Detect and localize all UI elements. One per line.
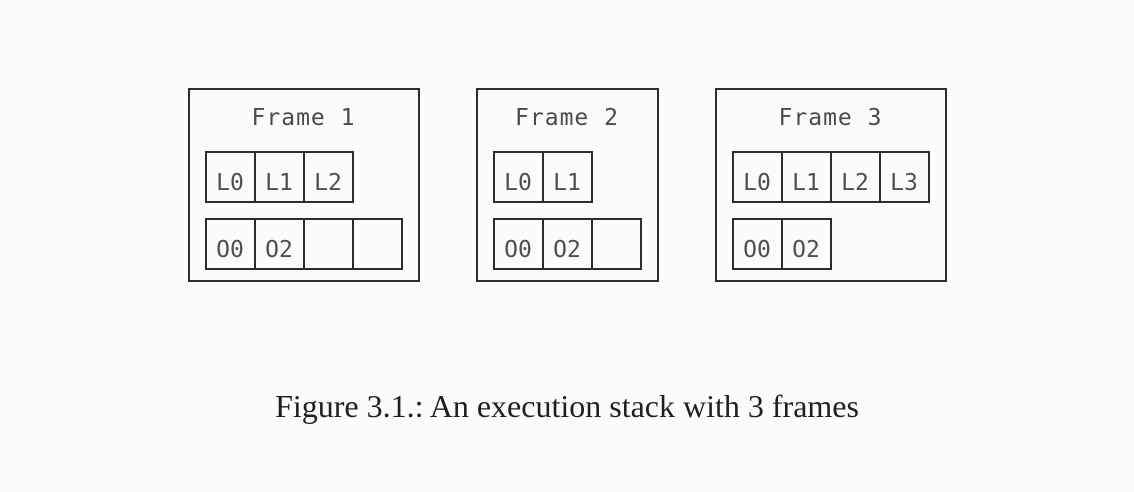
local-cell: L2 — [829, 151, 881, 203]
local-cell: L0 — [731, 151, 783, 203]
local-cell: L1 — [541, 151, 593, 203]
operand-cell-empty — [351, 218, 403, 270]
frame-title: Frame 1 — [251, 105, 356, 131]
frame-title: Frame 3 — [778, 105, 883, 131]
operand-cell: O2 — [541, 218, 593, 270]
operand-cell: O2 — [253, 218, 305, 270]
local-cell: L2 — [302, 151, 354, 203]
local-cell: L3 — [878, 151, 930, 203]
operand-cell: O2 — [780, 218, 832, 270]
operand-cell-empty — [590, 218, 642, 270]
operand-cell: O0 — [492, 218, 544, 270]
local-cell: L1 — [780, 151, 832, 203]
figure-caption: Figure 3.1.: An execution stack with 3 f… — [275, 388, 859, 424]
frame-title: Frame 2 — [515, 105, 619, 131]
local-cell: L0 — [492, 151, 544, 203]
operand-cell: O0 — [204, 218, 256, 270]
operand-cell: O0 — [731, 218, 783, 270]
local-cell: L1 — [253, 151, 305, 203]
local-cell: L0 — [204, 151, 256, 203]
operand-cell-empty — [302, 218, 354, 270]
